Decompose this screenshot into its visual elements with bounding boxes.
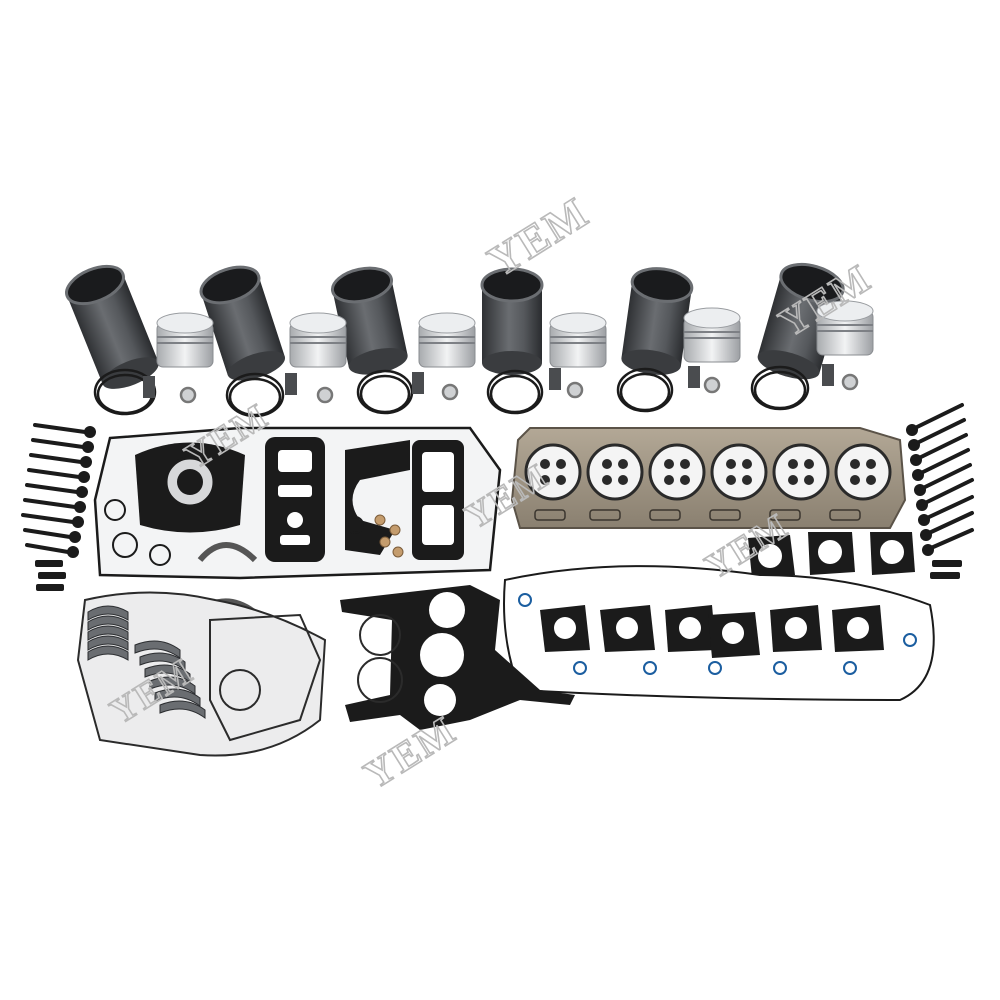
ring-set [93,368,197,416]
cylinder-head-gasket [510,427,907,529]
manifold-gasket [870,532,915,575]
exhaust-manifold-gaskets [748,532,915,578]
valve-ports [540,459,876,485]
small-washers [374,514,404,558]
o-rings [104,499,364,566]
head-bolts-left [21,423,96,591]
piston [683,307,741,363]
piston-ring-sets [93,364,859,418]
cylinder-liner [480,267,544,375]
ring-set [750,364,859,411]
piston [549,312,607,368]
oil-cooler-gasket [265,437,325,562]
piston [156,312,214,368]
cylinder-liner [199,265,286,381]
manifold-gasket [748,535,795,578]
front-cover-gasket [345,440,464,560]
piston [816,300,874,356]
head-bolts-right [906,403,974,579]
cylinder-liners [65,262,845,389]
ring-set [225,372,334,418]
piston [289,312,347,368]
ring-set [616,366,721,413]
head-gasket-bores [524,443,892,501]
valve-cover-grommets [518,593,917,675]
ring-set [356,369,459,415]
ring-set [486,368,584,415]
cylinder-liner [621,267,694,375]
valve-cover-gasket [503,565,935,702]
lower-gasket-set [93,426,502,618]
watermark-text: YEM [479,187,597,286]
bearing-shells [87,605,206,719]
intake-gaskets [540,605,884,658]
timing-cover-gasket [340,585,575,730]
cylinder-liner [65,264,159,389]
pistons [156,300,874,368]
oil-pan-gasket [76,591,403,757]
rear-crank-seal [135,442,245,533]
cylinder-liner [330,266,408,375]
piston [418,312,476,368]
manifold-gasket [808,532,855,575]
